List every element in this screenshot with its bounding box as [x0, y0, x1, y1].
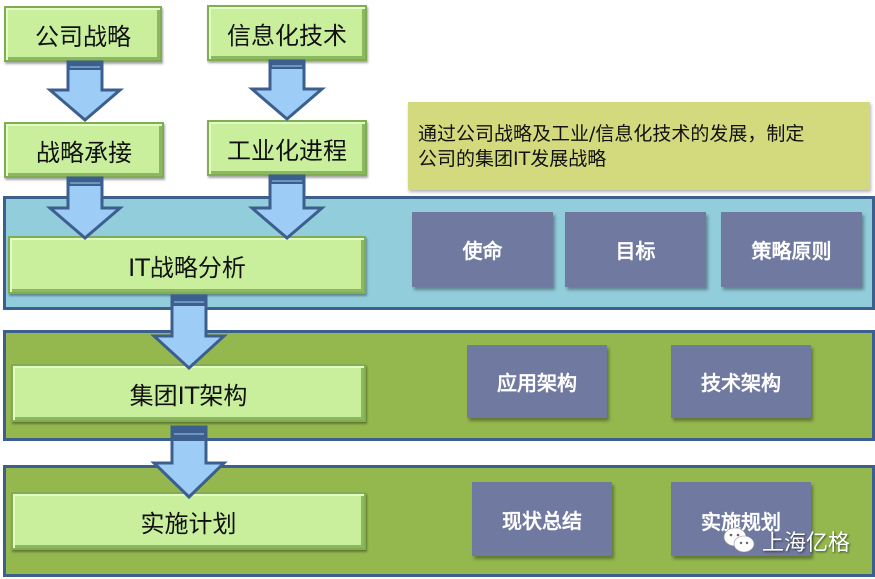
strategy-note: 通过公司战略及工业/信息化技术的发展，制定 公司的集团IT发展战略 — [408, 102, 870, 190]
group-it-architecture-box: 集团IT架构 — [11, 364, 366, 422]
wechat-icon — [723, 527, 755, 553]
industrialization-box: 工业化进程 — [207, 120, 367, 176]
arrow-down-icon — [150, 294, 228, 371]
note-line-2: 公司的集团IT发展战略 — [418, 148, 607, 170]
tile-goals: 目标 — [565, 212, 706, 287]
strategy-adoption-box: 战略承接 — [4, 122, 164, 178]
tile-mission: 使命 — [412, 212, 553, 287]
arrow-down-icon — [45, 176, 125, 240]
watermark-text: 上海亿格 — [762, 531, 851, 556]
company-strategy-box: 公司战略 — [4, 6, 162, 62]
it-strategy-analysis-box: IT战略分析 — [8, 236, 366, 294]
arrow-down-icon — [247, 59, 327, 121]
arrow-down-icon — [150, 425, 228, 500]
arrow-down-icon — [247, 174, 327, 240]
tile-technology-architecture: 技术架构 — [671, 345, 811, 418]
it-technology-box: 信息化技术 — [207, 5, 367, 61]
tile-application-architecture: 应用架构 — [467, 345, 607, 418]
implementation-plan-box: 实施计划 — [11, 492, 366, 550]
arrow-down-icon — [45, 60, 125, 122]
watermark: 上海亿格 — [722, 525, 850, 557]
tile-strategy-principles: 策略原则 — [721, 212, 862, 287]
note-line-1: 通过公司战略及工业/信息化技术的发展，制定 — [418, 123, 805, 145]
tile-status-summary: 现状总结 — [472, 482, 612, 556]
